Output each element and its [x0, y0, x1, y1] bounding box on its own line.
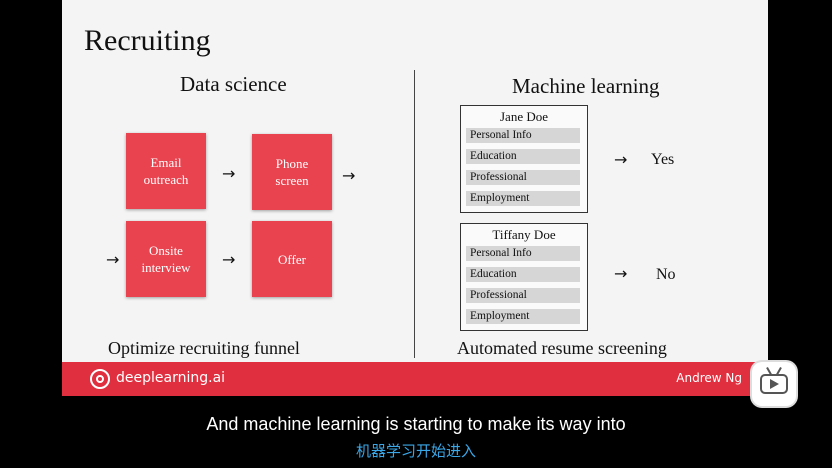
resume-name: Jane Doe	[499, 109, 548, 124]
column-divider	[414, 70, 415, 358]
slide: Recruiting Data science Machine learning…	[62, 0, 768, 396]
resume-name: Tiffany Doe	[492, 227, 556, 242]
resume-field: Personal Info	[466, 246, 580, 261]
arrow-right-icon: →	[614, 264, 628, 283]
resume-field: Employment	[466, 309, 580, 324]
resume-field: Employment	[466, 191, 580, 206]
footer-author: Andrew Ng	[676, 371, 742, 385]
funnel-box-email-outreach: Email outreach	[126, 133, 206, 209]
resume-field: Education	[466, 149, 580, 164]
resume-result-yes: Yes	[651, 151, 675, 168]
right-caption: Automated resume screening	[457, 338, 667, 358]
resume-card: Tiffany Doe Personal Info Education Prof…	[460, 223, 588, 331]
resume-result-no: No	[656, 266, 676, 283]
machine-learning-heading: Machine learning	[512, 74, 660, 98]
subtitle-english: And machine learning is starting to make…	[206, 414, 626, 434]
bilibili-tv-icon[interactable]	[752, 362, 796, 406]
funnel-label: Phone screen	[275, 156, 309, 188]
resume-field: Professional	[466, 170, 580, 185]
funnel-label: Onsite interview	[141, 243, 191, 275]
data-science-heading: Data science	[180, 72, 287, 96]
arrow-right-icon: →	[222, 250, 236, 269]
arrow-right-icon: →	[342, 166, 356, 185]
funnel-label: Email outreach	[143, 155, 189, 187]
arrow-right-icon: →	[222, 164, 236, 183]
funnel-label: Offer	[278, 251, 306, 267]
arrow-right-icon: →	[614, 150, 628, 169]
slide-title: Recruiting	[84, 24, 211, 57]
funnel-box-phone-screen: Phone screen	[252, 134, 332, 210]
deeplearning-logo-icon	[90, 369, 110, 389]
footer-brand: deeplearning.ai	[116, 370, 226, 386]
left-caption: Optimize recruiting funnel	[108, 338, 300, 358]
resume-card: Jane Doe Personal Info Education Profess…	[460, 105, 588, 213]
footer-bar: deeplearning.ai Andrew Ng	[62, 362, 768, 396]
resume-field: Professional	[466, 288, 580, 303]
funnel-box-onsite-interview: Onsite interview	[126, 221, 206, 297]
resume-field: Personal Info	[466, 128, 580, 143]
subtitle-chinese: 机器学习开始进入	[355, 442, 476, 460]
resume-field: Education	[466, 267, 580, 282]
arrow-right-icon: →	[106, 250, 120, 269]
funnel-box-offer: Offer	[252, 221, 332, 297]
